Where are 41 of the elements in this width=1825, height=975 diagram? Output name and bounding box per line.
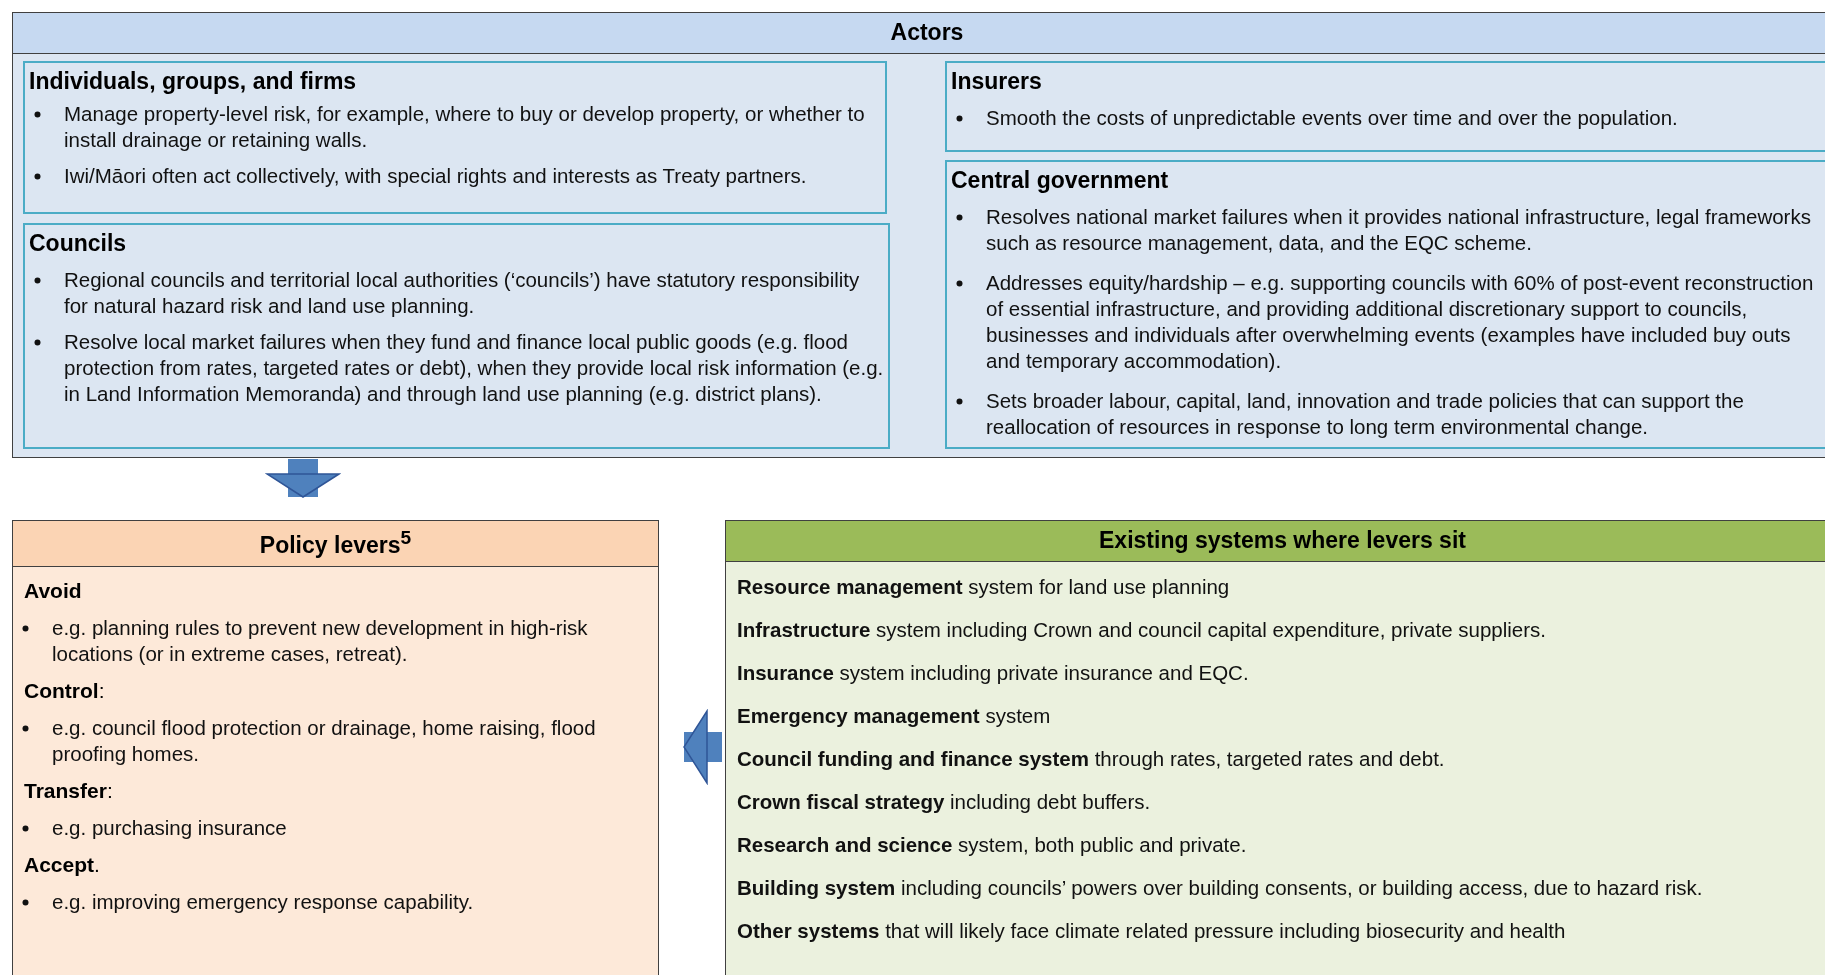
header-bar: Policy levers$^{5}$	[13, 521, 658, 567]
panel-box	[725, 520, 1825, 975]
section-heading: Individuals, groups, and firms	[28, 67, 357, 95]
section-heading: Central government	[950, 166, 1169, 194]
actor-box	[23, 223, 890, 449]
section-heading: Accept.	[24, 852, 100, 877]
system-text: Research and science system, both public and private.	[737, 833, 1248, 857]
header-bar: Actors	[13, 13, 1825, 54]
actor-box	[945, 160, 1825, 449]
bullet-text: Iwi/Māori often act collectively, with special rights and interests as Treaty partners.	[25, 163, 881, 189]
actor-box	[945, 61, 1825, 152]
system-text: Emergency management system	[737, 704, 1052, 728]
bullet-text: e.g. improving emergency response capability.	[13, 888, 648, 915]
section-heading: Transfer:	[24, 778, 113, 803]
system-text: Crown fiscal strategy including debt buffers.	[737, 790, 1152, 814]
block-arrow	[683, 710, 722, 784]
actor-box	[23, 61, 887, 214]
section-heading: Insurers	[950, 67, 1042, 95]
header-bar: Existing systems where levers sit	[726, 521, 1825, 562]
bullet-text: Resolves national market failures when it provides national infrastructure, legal frameworks such as resource management, data, and the EQC scheme.	[947, 204, 1823, 256]
panel-box	[12, 520, 659, 975]
system-text: Insurance system including private insurance and EQC.	[737, 661, 1250, 685]
bullet-text: e.g. purchasing insurance	[13, 814, 648, 841]
section-heading: Control:	[24, 678, 105, 703]
system-text: Council funding and finance system through rates, targeted rates and debt.	[737, 747, 1446, 771]
bullet-text: e.g. planning rules to prevent new development in high-risk locations (or in extreme cases, retreat).	[13, 614, 648, 667]
bullet-text: Smooth the costs of unpredictable events over time and over the population.	[947, 105, 1823, 131]
section-heading: Councils	[28, 229, 127, 257]
system-text: Resource management system for land use planning	[737, 575, 1231, 599]
section-heading: Avoid	[24, 578, 82, 603]
bullet-text: Resolve local market failures when they fund and finance local public goods (e.g. flood protection from rates, targeted rates or debt), when they provide local risk information (e.g. in Land Information Memoranda) and through land use planning (e.g. district plans).	[25, 329, 884, 407]
system-text: Building system including councils’ powers over building consents, or building access, due to hazard risk.	[737, 876, 1704, 900]
system-text: Other systems that will likely face climate related pressure including biosecurity and health	[737, 919, 1567, 943]
bullet-text: Manage property-level risk, for example, where to buy or develop property, or whether to install drainage or retaining walls.	[25, 101, 881, 153]
block-arrow	[266, 459, 340, 498]
bullet-text: e.g. council flood protection or drainage, home raising, flood proofing homes.	[13, 714, 648, 767]
bullet-text: Sets broader labour, capital, land, innovation and trade policies that can support the reallocation of resources in response to long term environmental change.	[947, 388, 1823, 440]
panel-box	[12, 12, 1825, 458]
bullet-text: Regional councils and territorial local authorities (‘councils’) have statutory responsibility for natural hazard risk and land use planning.	[25, 267, 884, 319]
bullet-text: Addresses equity/hardship – e.g. supporting councils with 60% of post-event reconstruction of essential infrastructure, and providing additional discretionary support to councils, businesses and individuals after overwhelming events (examples have included buy outs and temporary accommodation).	[947, 270, 1823, 374]
system-text: Infrastructure system including Crown and council capital expenditure, private suppliers.	[737, 618, 1547, 642]
